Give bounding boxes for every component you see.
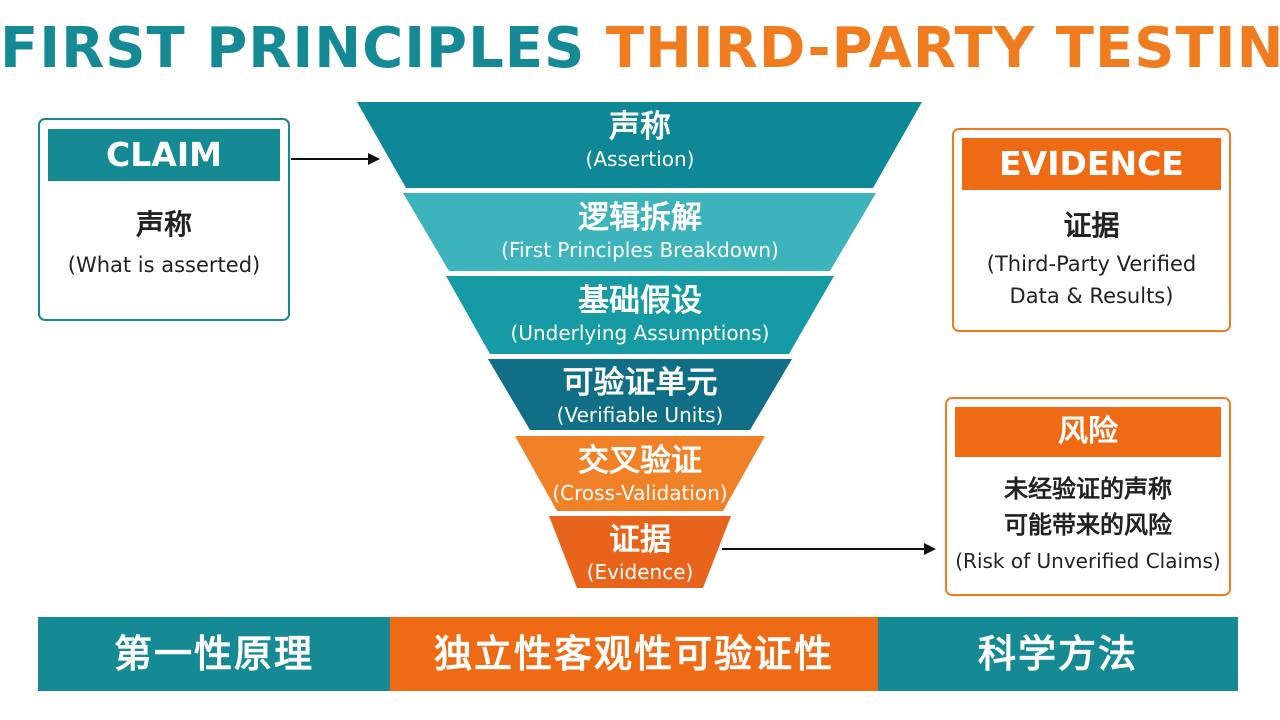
layer-zh: 基础假设 [578, 283, 702, 319]
funnel-layer-5-shape [515, 436, 765, 511]
funnel-layer-evidence: 证据 (Evidence) [420, 521, 860, 585]
evidence-header: EVIDENCE [962, 138, 1221, 190]
layer-zh: 声称 [609, 109, 671, 145]
funnel-layer-1-shape [357, 102, 922, 188]
risk-card: 风险 未经验证的声称 可能带来的风险 (Risk of Unverified C… [945, 397, 1231, 596]
funnel-layer-assumptions: 基础假设 (Underlying Assumptions) [420, 282, 860, 346]
bottom-independence: 独立性客观性可验证性 [390, 617, 878, 691]
layer-zh: 交叉验证 [578, 443, 702, 479]
title-first-principles: FIRST PRINCIPLES [0, 16, 586, 81]
funnel-layer-verifiable-units: 可验证单元 (Verifiable Units) [420, 364, 860, 428]
evidence-en-line1: (Third-Party Verified [986, 252, 1197, 276]
layer-en: (Assertion) [585, 147, 695, 171]
layer-en: (Cross-Validation) [552, 481, 728, 505]
layer-en: (Evidence) [586, 560, 694, 584]
claim-card: CLAIM 声称 (What is asserted) [38, 118, 290, 321]
claim-en: (What is asserted) [67, 253, 261, 277]
risk-en: (Risk of Unverified Claims) [955, 549, 1221, 573]
layer-zh: 证据 [609, 522, 671, 558]
page-title: FIRST PRINCIPLES THIRD-PARTY TESTING [0, 14, 1280, 84]
title-third-party-testing: THIRD-PARTY TESTING [605, 16, 1280, 81]
bottom-first-principles: 第一性原理 [38, 617, 390, 691]
evidence-card: EVIDENCE 证据 (Third-Party Verified Data &… [952, 128, 1231, 332]
bottom-bar: 第一性原理 独立性客观性可验证性 科学方法 [38, 617, 1238, 691]
funnel-layer-4-shape [488, 359, 792, 430]
risk-header: 风险 [955, 407, 1221, 457]
funnel-layer-6-shape [549, 516, 731, 588]
risk-zh-line1: 未经验证的声称 [1004, 475, 1172, 503]
bottom-scientific-method: 科学方法 [878, 617, 1238, 691]
layer-en: (Underlying Assumptions) [510, 321, 770, 345]
layer-en: (Verifiable Units) [556, 403, 724, 427]
claim-header: CLAIM [48, 129, 280, 181]
claim-zh: 声称 [135, 208, 192, 241]
funnel-layer-assertion: 声称 (Assertion) [420, 108, 860, 172]
risk-zh-line2: 可能带来的风险 [1004, 511, 1172, 539]
layer-zh: 可验证单元 [562, 365, 718, 401]
funnel-layer-cross-validation: 交叉验证 (Cross-Validation) [420, 442, 860, 506]
funnel-layer-2-shape [403, 193, 876, 271]
layer-en: (First Principles Breakdown) [501, 238, 779, 262]
evidence-en-line2: Data & Results) [1009, 284, 1174, 308]
layer-zh: 逻辑拆解 [578, 200, 702, 236]
funnel-layer-3-shape [446, 276, 834, 354]
evidence-zh: 证据 [1063, 209, 1120, 242]
funnel-layer-breakdown: 逻辑拆解 (First Principles Breakdown) [420, 199, 860, 263]
